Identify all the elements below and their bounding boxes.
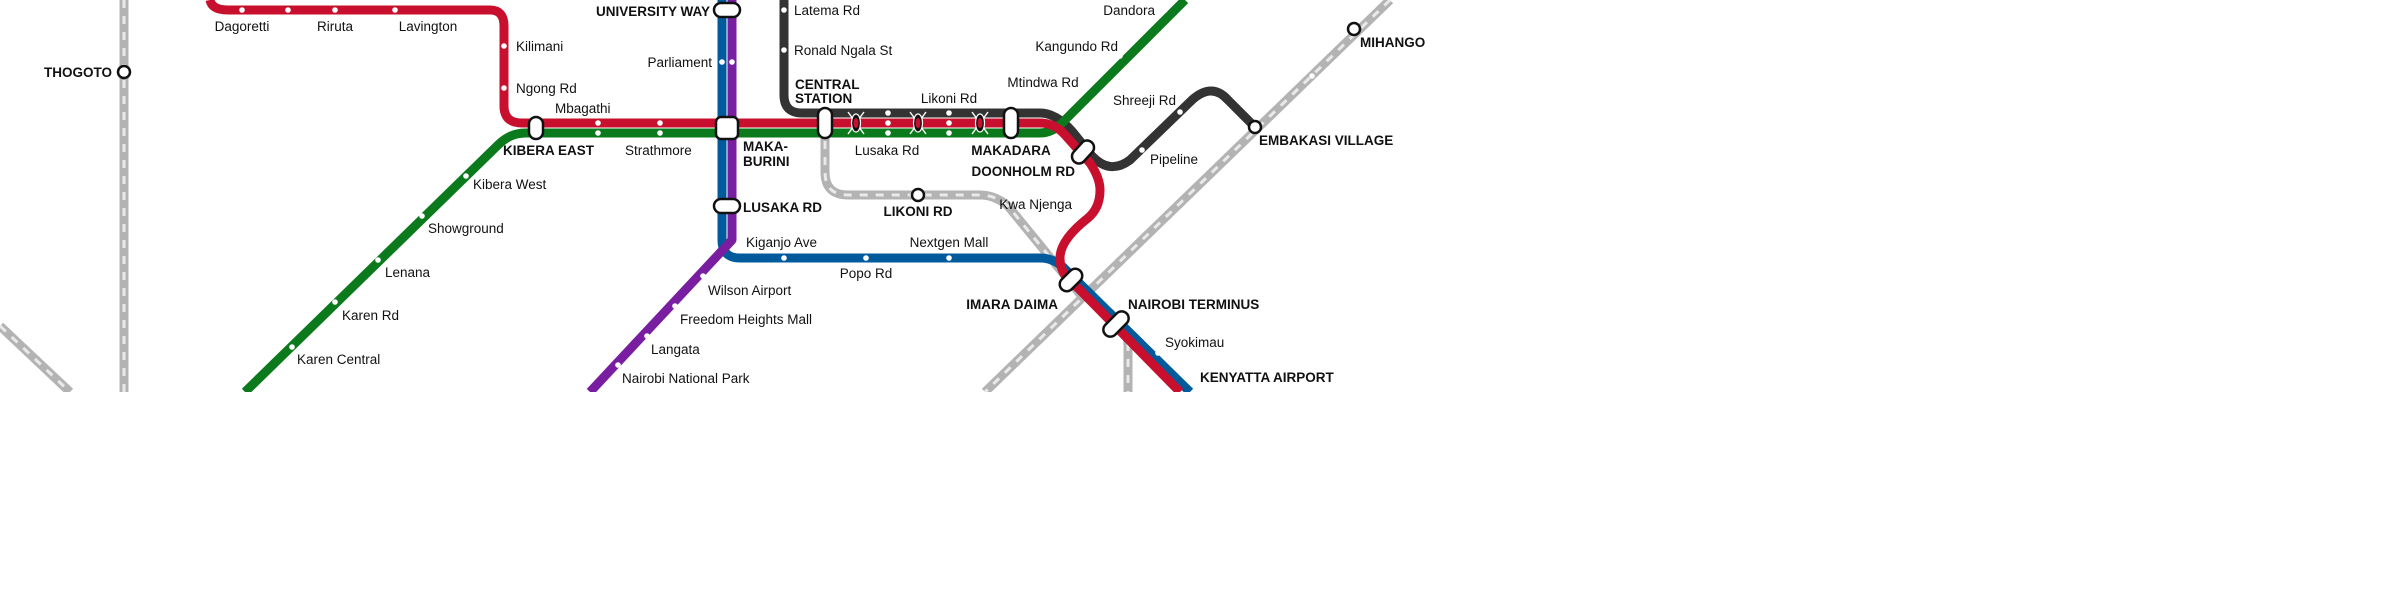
kibera-east-marker[interactable] — [527, 115, 545, 141]
imara-daima-marker[interactable] — [1057, 266, 1085, 294]
station-label-lusaka-rd-lower[interactable]: Lusaka Rd — [855, 143, 920, 158]
shield-icon — [909, 111, 927, 135]
station-label-embakasi-village[interactable]: EMBAKASI VILLAGE — [1259, 133, 1393, 148]
metro-map: THOGOTO Dagoretti Riruta Lavington Kilim… — [0, 0, 1425, 392]
station-label-mtindwa-rd[interactable]: Mtindwa Rd — [1007, 75, 1078, 90]
station-label-likoni-rd[interactable]: LIKONI RD — [884, 204, 953, 219]
station-label-nairobi-terminus[interactable]: NAIROBI TERMINUS — [1128, 297, 1259, 312]
mihango-marker[interactable] — [1346, 21, 1362, 37]
grey-lines — [0, 0, 1394, 392]
station-label-freedom-heights[interactable]: Freedom Heights Mall — [680, 312, 812, 327]
doonholm-rd-marker[interactable] — [1069, 138, 1097, 167]
station-label-kiganjo-ave[interactable]: Kiganjo Ave — [746, 235, 817, 250]
shield-markers — [847, 111, 989, 135]
station-label-riruta[interactable]: Riruta — [317, 19, 354, 34]
station-dots — [239, 7, 1315, 368]
station-label-langata[interactable]: Langata — [651, 342, 700, 357]
station-label-kenyatta-airport[interactable]: KENYATTA AIRPORT — [1200, 370, 1335, 385]
station-label-nairobi-national-park[interactable]: Nairobi National Park — [622, 371, 750, 386]
station-label-pipeline[interactable]: Pipeline — [1150, 152, 1198, 167]
station-label-imara-daima[interactable]: IMARA DAIMA — [966, 297, 1058, 312]
station-label-kangundo-rd[interactable]: Kangundo Rd — [1035, 39, 1118, 54]
station-label-mihango[interactable]: MIHANGO — [1360, 35, 1425, 50]
station-label-karen-rd[interactable]: Karen Rd — [342, 308, 399, 323]
colored-lines — [205, 0, 1259, 392]
makadara-marker[interactable] — [1002, 106, 1020, 140]
station-label-thogoto[interactable]: THOGOTO — [44, 65, 112, 80]
station-label-karen-central[interactable]: Karen Central — [297, 352, 380, 367]
station-label-showground[interactable]: Showground — [428, 221, 504, 236]
makaburini-marker[interactable] — [714, 115, 740, 141]
thogoto-marker[interactable] — [116, 64, 132, 80]
station-label-shreeji-rd[interactable]: Shreeji Rd — [1113, 93, 1176, 108]
station-label-strathmore[interactable]: Strathmore — [625, 143, 692, 158]
shield-icon — [847, 111, 865, 135]
station-labels: THOGOTO Dagoretti Riruta Lavington Kilim… — [44, 3, 1425, 386]
station-label-kilimani[interactable]: Kilimani — [516, 39, 563, 54]
station-label-latema-rd[interactable]: Latema Rd — [794, 3, 860, 18]
station-label-kwa-njenga[interactable]: Kwa Njenga — [999, 197, 1072, 212]
embakasi-village-marker[interactable] — [1247, 119, 1263, 135]
station-label-makadara[interactable]: MAKADARA — [971, 143, 1051, 158]
central-station-marker[interactable] — [816, 106, 834, 140]
university-way-marker[interactable] — [712, 1, 742, 19]
station-label-mbagathi[interactable]: Mbagathi — [555, 101, 611, 116]
station-label-lenana[interactable]: Lenana — [385, 265, 431, 280]
station-label-doonholm-rd[interactable]: DOONHOLM RD — [972, 164, 1076, 179]
interchange-markers — [116, 1, 1362, 339]
station-label-nextgen-mall[interactable]: Nextgen Mall — [910, 235, 989, 250]
station-label-makaburini[interactable]: MAKA-BURINI — [743, 139, 790, 169]
station-label-parliament[interactable]: Parliament — [647, 55, 712, 70]
station-label-dagoretti[interactable]: Dagoretti — [215, 19, 270, 34]
station-label-dandora[interactable]: Dandora — [1103, 3, 1155, 18]
station-label-lusaka-rd[interactable]: LUSAKA RD — [743, 200, 822, 215]
station-label-kibera-west[interactable]: Kibera West — [473, 177, 547, 192]
lusaka-rd-marker[interactable] — [712, 197, 742, 215]
likoni-rd-marker[interactable] — [910, 187, 926, 203]
station-label-likoni-rd-upper[interactable]: Likoni Rd — [921, 91, 977, 106]
station-label-university-way[interactable]: UNIVERSITY WAY — [596, 4, 710, 19]
station-label-ngong-rd[interactable]: Ngong Rd — [516, 81, 577, 96]
station-label-lavington[interactable]: Lavington — [399, 19, 458, 34]
station-label-syokimau[interactable]: Syokimau — [1165, 335, 1224, 350]
shield-icon — [971, 111, 989, 135]
station-label-kibera-east[interactable]: KIBERA EAST — [503, 143, 595, 158]
station-label-ronald-ngala[interactable]: Ronald Ngala St — [794, 43, 893, 58]
nairobi-terminus-marker[interactable] — [1100, 308, 1131, 339]
station-label-wilson-airport[interactable]: Wilson Airport — [708, 283, 792, 298]
station-label-popo-rd[interactable]: Popo Rd — [840, 266, 893, 281]
